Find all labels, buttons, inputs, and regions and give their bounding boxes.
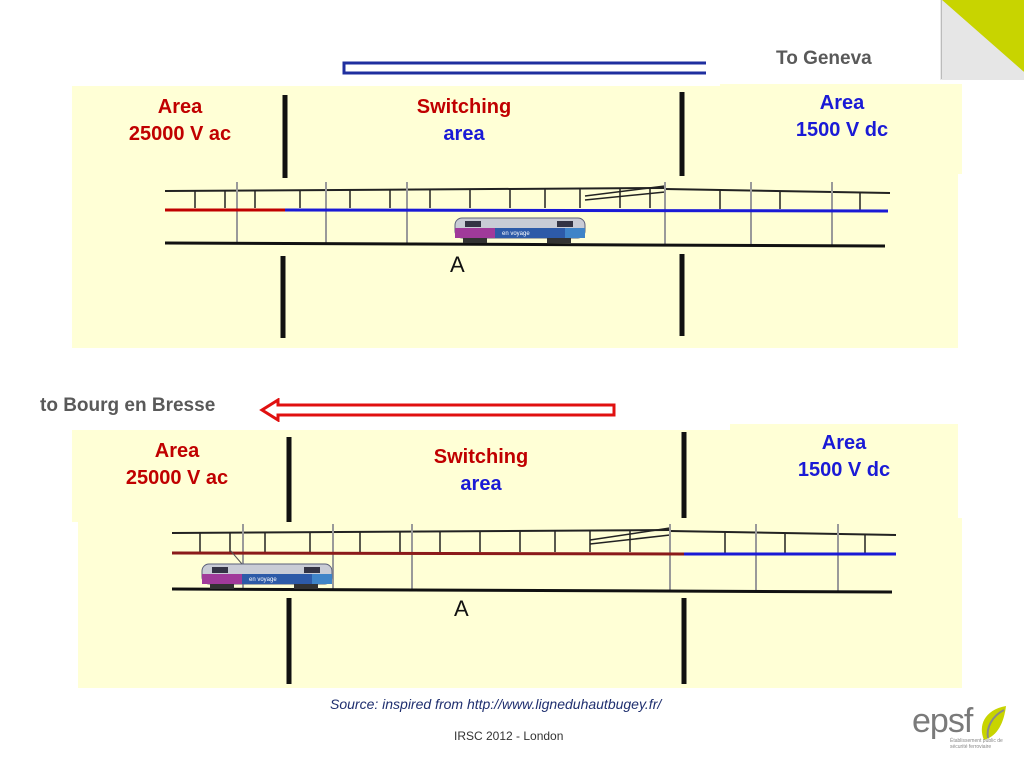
direction-label-geneva: To Geneva [776, 48, 872, 69]
epsf-logo: epsf Établissement public de sécurité fe… [910, 702, 1010, 752]
bottom-panel-right-box [730, 424, 958, 518]
footer-text: IRSC 2012 - London [454, 729, 564, 743]
top-panel-background [72, 86, 720, 348]
bottom-panel-background [72, 430, 732, 522]
top-contact-wire-dc [284, 208, 889, 213]
top-area-dc-label: Area 1500 V dc [762, 90, 922, 144]
arrow-right-to-geneva [342, 61, 706, 75]
top-area-ac-line1: Area [157, 96, 203, 118]
bottom-area-ac-line1: Area [154, 440, 200, 462]
bottom-track-diagram: en voyage A [171, 432, 897, 684]
bottom-contact-wire-ac [171, 551, 685, 556]
top-panel-right-lower [700, 170, 958, 348]
arrow-left-to-bourg [259, 398, 616, 422]
bottom-switching-line1: Switching [433, 446, 529, 468]
bottom-area-ac-label: Area 25000 V ac [97, 438, 257, 492]
epsf-logo-leaf-icon [981, 706, 1006, 740]
top-panel-right-box [720, 84, 962, 174]
top-area-dc-line1: Area [819, 92, 865, 114]
top-switching-line1: Switching [416, 96, 512, 118]
top-marker-a: A [450, 252, 465, 277]
direction-label-bourg: to Bourg en Bresse [40, 395, 216, 416]
epsf-logo-text: epsf [912, 702, 973, 740]
top-area-ac-line2: 25000 V ac [128, 123, 232, 145]
top-switching-line2: area [443, 123, 485, 145]
top-area-ac-label: Area 25000 V ac [100, 94, 260, 148]
top-locomotive [454, 217, 586, 243]
bottom-locomotive [201, 549, 333, 589]
epsf-logo-tagline: Établissement public de sécurité ferrovi… [950, 738, 1003, 750]
bottom-switching-label: Switching area [401, 444, 561, 498]
bottom-rail [171, 587, 893, 594]
top-switching-label: Switching area [384, 94, 544, 148]
top-rail [164, 241, 886, 248]
top-area-dc-line2: 1500 V dc [795, 119, 889, 141]
top-track-diagram: en voyage A [164, 92, 891, 338]
bottom-area-dc-line2: 1500 V dc [797, 459, 891, 481]
page-corner-decoration [940, 0, 1024, 80]
bottom-marker-a: A [454, 596, 469, 621]
bottom-area-ac-line2: 25000 V ac [125, 467, 229, 489]
bottom-train-caption: en voyage [249, 577, 277, 583]
source-caption: Source: inspired from http://www.lignedu… [330, 696, 662, 712]
bottom-area-dc-label: Area 1500 V dc [764, 430, 924, 484]
bottom-area-dc-line1: Area [821, 432, 867, 454]
bottom-switching-line2: area [460, 473, 502, 495]
top-train-caption: en voyage [502, 231, 530, 237]
